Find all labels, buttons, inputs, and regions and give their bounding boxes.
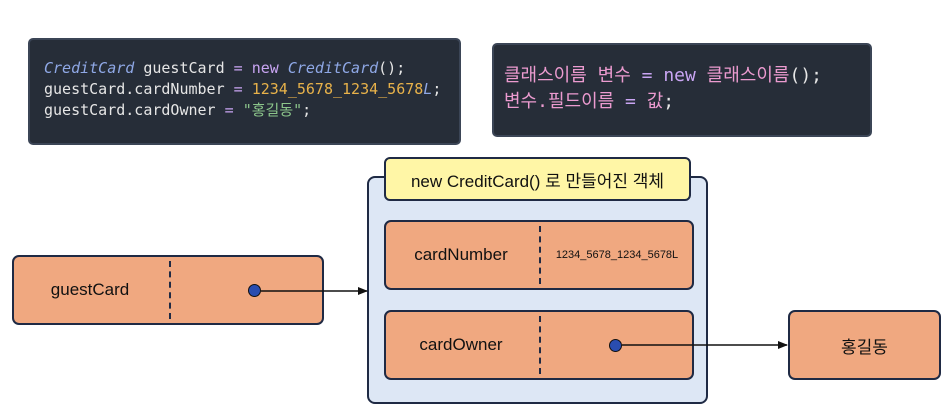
code-syntax-template: 클래스이름 변수 = new 클래스이름(); 변수.필드이름 = 값; [492, 43, 872, 137]
reference-dot-guestcard [248, 284, 261, 297]
reference-dot-cardowner [609, 339, 622, 352]
field-divider [539, 316, 541, 374]
variable-name: guestCard [50, 280, 130, 299]
code-example-creditcard: CreditCard guestCard = new CreditCard();… [28, 38, 461, 145]
syntax-line-1: 클래스이름 변수 = new 클래스이름(); [504, 65, 822, 86]
field-cardnumber-value: 1234_5678_1234_5678L [555, 249, 679, 261]
string-object: 홍길동 [788, 310, 941, 380]
variable-guestcard: guestCard [12, 255, 324, 325]
field-cardowner: cardOwner [384, 310, 694, 380]
code-line-2: guestCard.cardNumber = 1234_5678_1234_56… [44, 80, 442, 98]
field-cardnumber-name: cardNumber [414, 245, 508, 264]
code-line-1: CreditCard guestCard = new CreditCard(); [44, 59, 406, 77]
code-line-3: guestCard.cardOwner = "홍길동"; [44, 101, 312, 119]
syntax-line-2: 변수.필드이름 = 값; [504, 91, 675, 112]
field-cardnumber: cardNumber 1234_5678_1234_5678L [384, 220, 694, 290]
string-object-value: 홍길동 [841, 337, 888, 357]
field-divider [539, 226, 541, 284]
object-label: new CreditCard() 로 만들어진 객체 [384, 157, 691, 201]
field-cardowner-name: cardOwner [419, 335, 503, 354]
variable-divider [169, 261, 171, 319]
